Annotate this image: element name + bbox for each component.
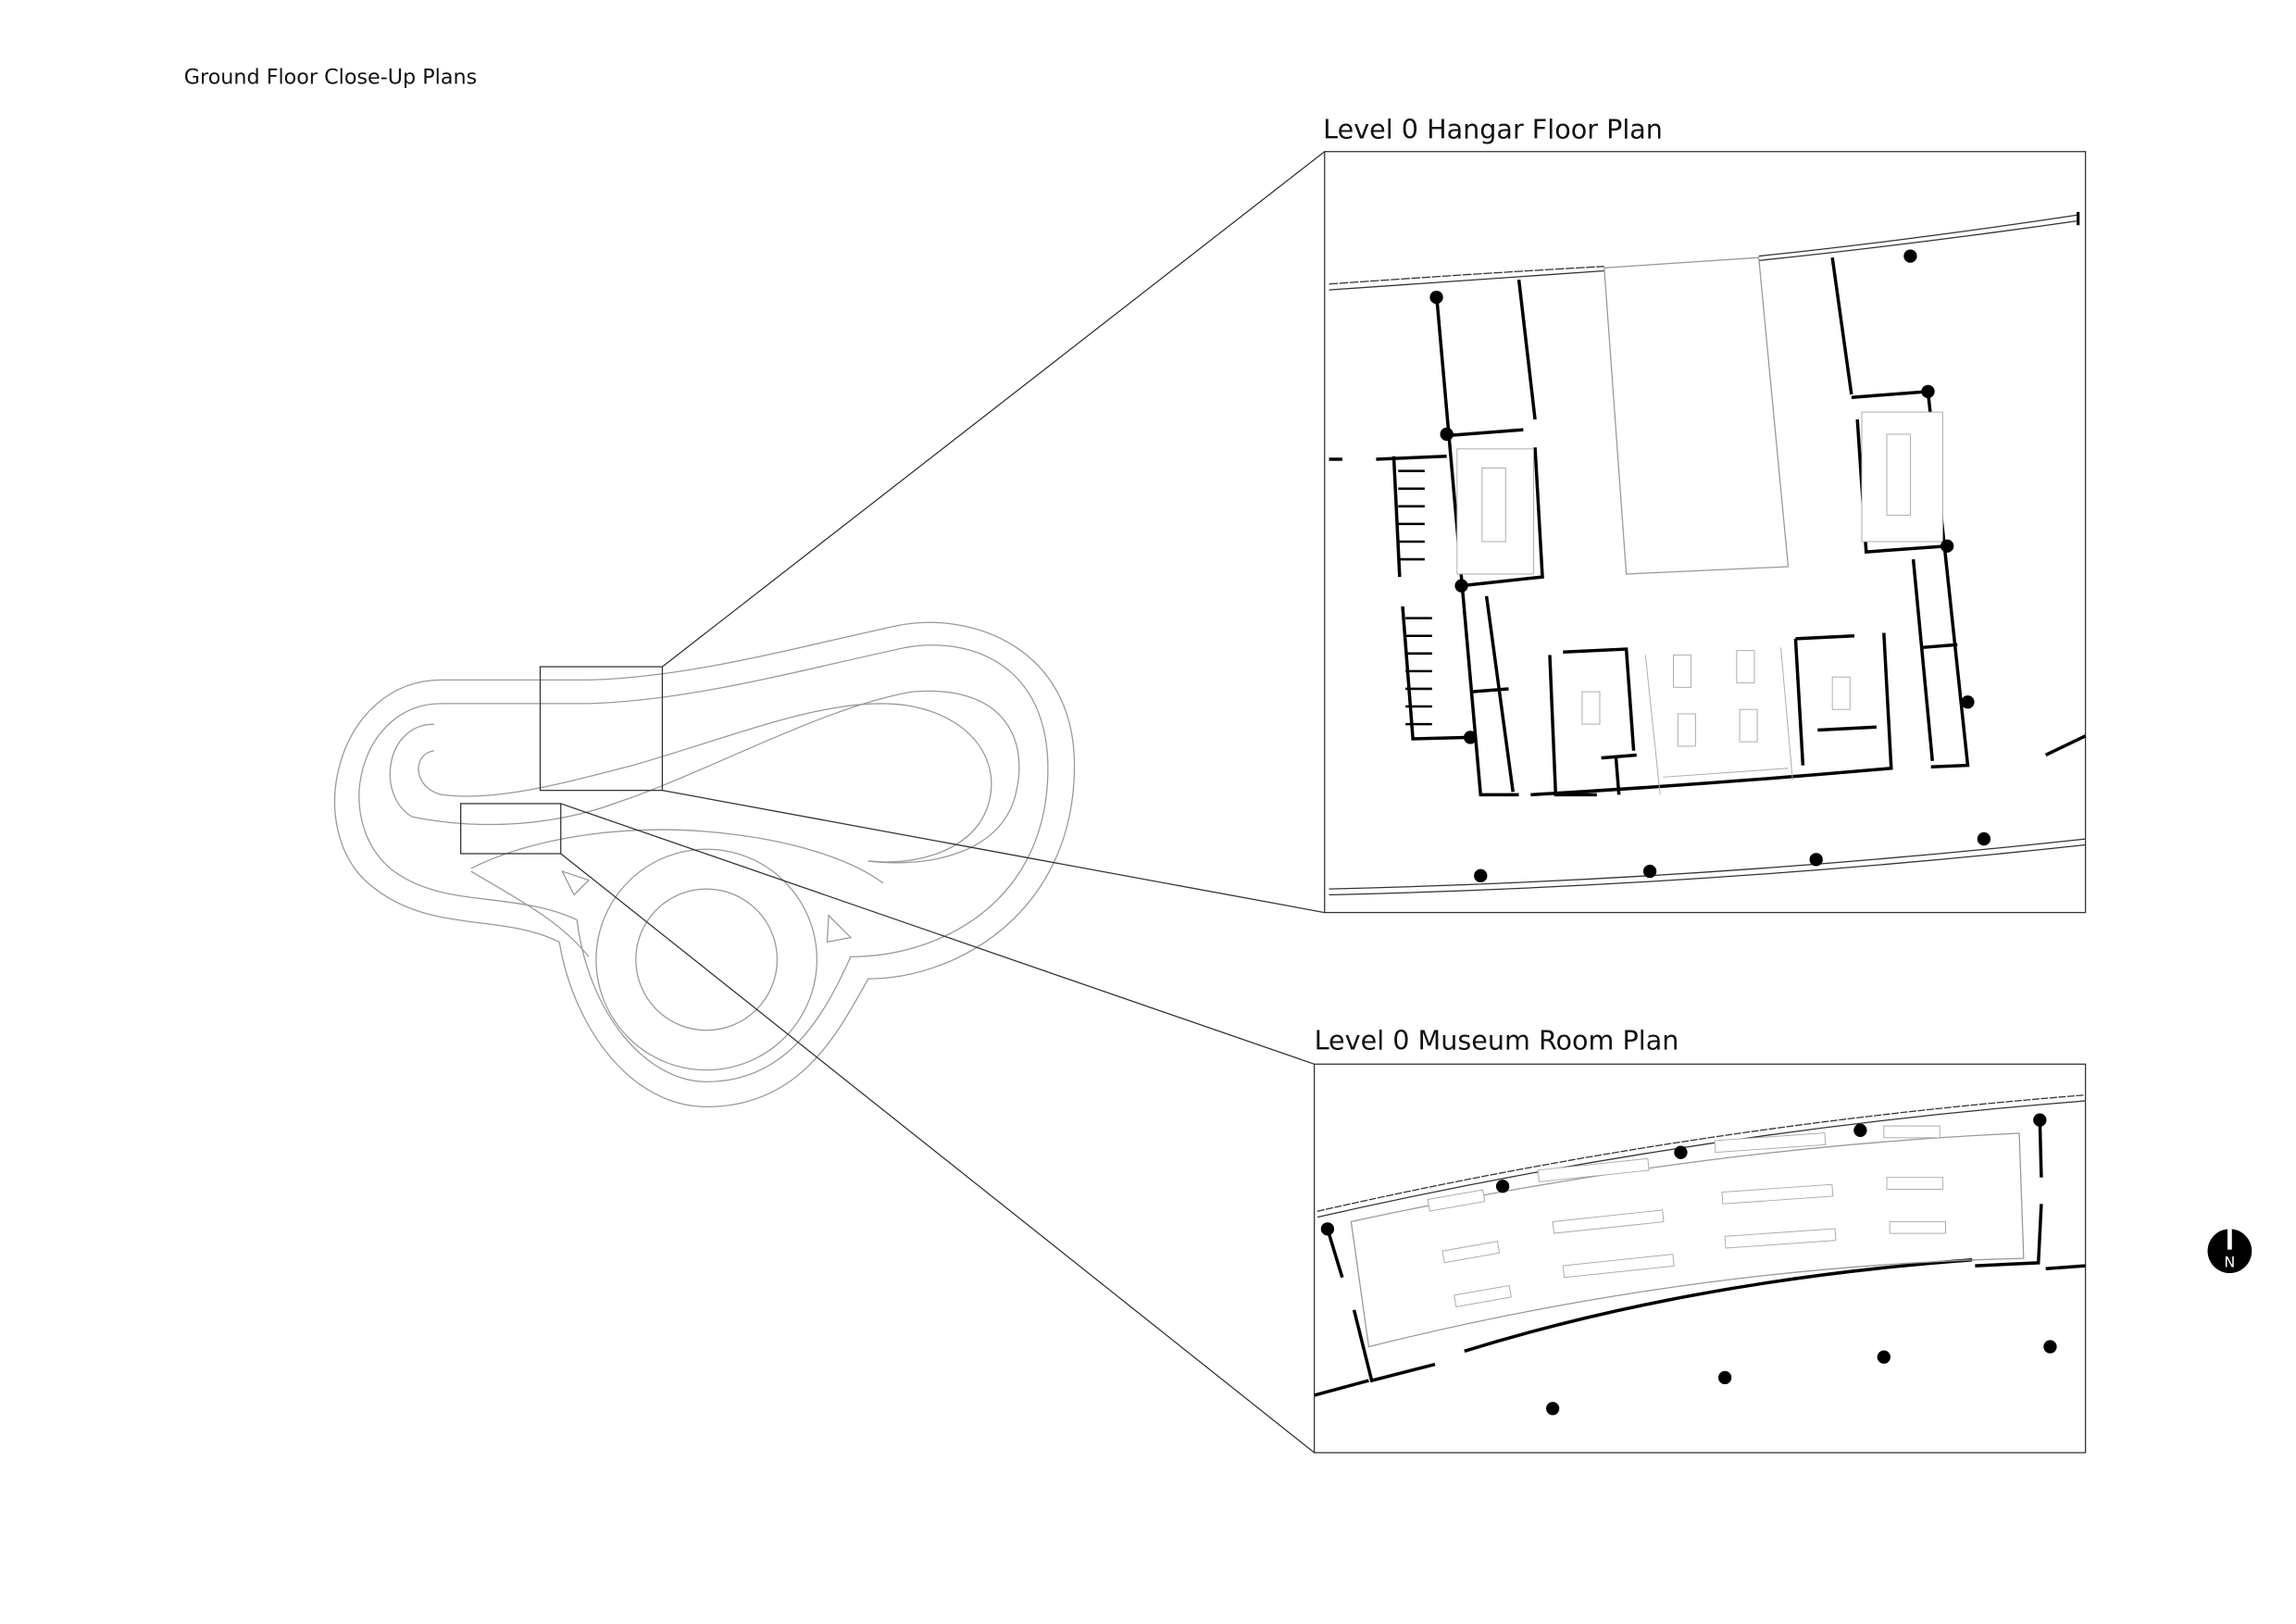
- site-plan-overview: [333, 151, 1326, 1454]
- hangar-callout-box: [539, 666, 664, 792]
- museum-plan-title: Level 0 Museum Room Plan: [1315, 1024, 1679, 1056]
- columns: [1429, 249, 1991, 882]
- sheet-title: Ground Floor Close-Up Plans: [184, 66, 477, 90]
- north-arrow-icon: [2207, 1229, 2252, 1274]
- north-arrow: N: [2207, 1229, 2252, 1274]
- columns: [1320, 1113, 2057, 1416]
- museum-callout-box: [460, 803, 562, 855]
- hangar-plan-title: Level 0 Hangar Floor Plan: [1323, 113, 1663, 144]
- hangar-floor-plan: [1324, 151, 2087, 914]
- north-label: N: [2224, 1254, 2235, 1271]
- museum-room-plan: [1313, 1063, 2087, 1454]
